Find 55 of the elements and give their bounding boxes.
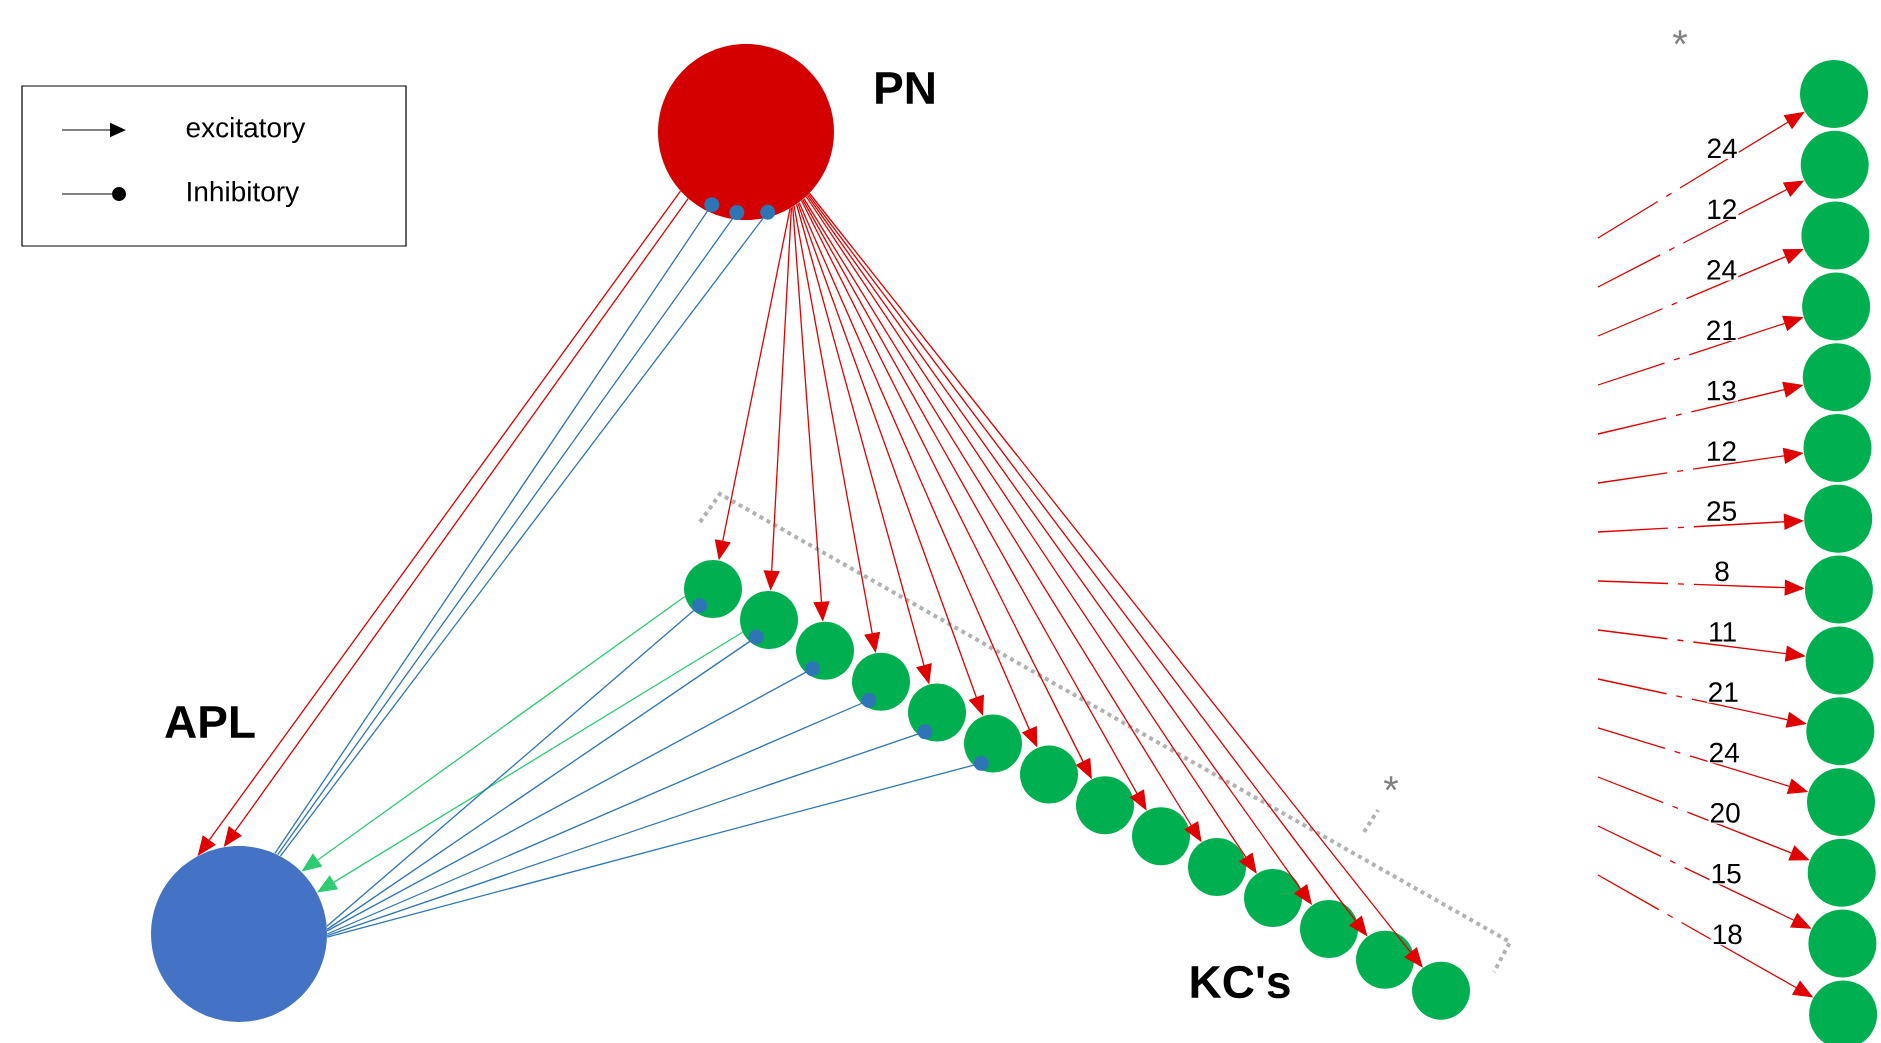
- cell-circle: [852, 652, 910, 711]
- edge-label: 15: [1709, 862, 1743, 885]
- cell-circle: [1076, 776, 1134, 835]
- inhibitory-connector: [326, 692, 877, 935]
- cell-circle: [1356, 930, 1414, 989]
- inhibitory-connector: [326, 661, 820, 932]
- cell-circle: [1807, 768, 1875, 836]
- cell-circle: [908, 683, 966, 742]
- legend-label: excitatory: [186, 116, 306, 144]
- inhibitory-connector: [326, 598, 708, 927]
- cell-circle: [1801, 201, 1870, 270]
- cell-circle: [1188, 838, 1246, 897]
- edge-label: 13: [1704, 379, 1738, 402]
- arrow: [797, 202, 984, 716]
- cell-circle: [1808, 909, 1877, 978]
- cell-circle: [1412, 961, 1470, 1020]
- inhibitory-connector: [326, 629, 764, 931]
- legend-label: Inhibitory: [188, 180, 300, 208]
- cell-circle: [1806, 697, 1875, 766]
- edge-label: 21: [1706, 681, 1740, 703]
- cell-circle: [1800, 60, 1868, 128]
- inhibitory-connector: [326, 755, 989, 938]
- edge-label: 12: [1704, 440, 1738, 462]
- cell-circle: [1244, 869, 1302, 927]
- cell-circle: [1300, 899, 1358, 958]
- edge-label: 24: [1705, 137, 1739, 160]
- cell-circle: [964, 714, 1022, 773]
- edge-label: 8: [1713, 560, 1731, 583]
- edge-label: 24: [1705, 259, 1739, 281]
- cell-circle: [1804, 555, 1873, 624]
- edge-label: 11: [1707, 621, 1739, 643]
- edge-label: 20: [1708, 801, 1742, 824]
- cell-circle: [1804, 484, 1873, 553]
- asterisk: *: [1383, 776, 1399, 791]
- cell-circle: [684, 560, 742, 618]
- asterisk: *: [1672, 30, 1688, 45]
- cell-circle: [1800, 130, 1869, 199]
- edge-label: 25: [1705, 500, 1739, 522]
- inhibitory-connector: [326, 724, 933, 937]
- cell-circle: [1805, 626, 1874, 695]
- edge-label: 24: [1707, 741, 1741, 764]
- cell-circle: [796, 621, 854, 680]
- neuron-label: APL: [165, 706, 255, 738]
- edge-label: 21: [1704, 319, 1738, 342]
- neuron-label: PN: [876, 72, 934, 104]
- cell-circle: [1802, 343, 1871, 412]
- group-label: KC's: [1191, 965, 1290, 999]
- cell-circle: [740, 590, 798, 649]
- edge-label: 18: [1710, 923, 1744, 946]
- cell-circle: [1132, 807, 1190, 866]
- cell-circle: [1807, 838, 1876, 907]
- cell-circle: [1803, 414, 1872, 482]
- cell-circle: [1802, 272, 1871, 341]
- edge-label: 12: [1705, 198, 1739, 220]
- cell-circle: [1020, 745, 1078, 804]
